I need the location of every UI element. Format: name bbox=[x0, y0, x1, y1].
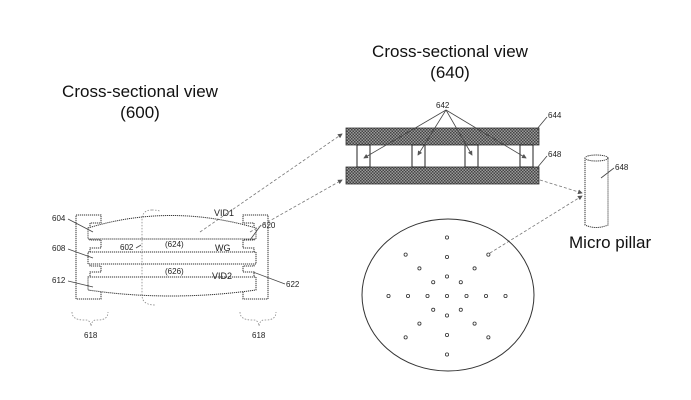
pillar-dot bbox=[444, 332, 449, 337]
pillar-dot bbox=[486, 335, 491, 340]
pillar-side bbox=[519, 144, 534, 168]
label-602: 602 bbox=[120, 243, 134, 252]
left-view-title: Cross-sectional view bbox=[62, 82, 219, 101]
label-wg: WG bbox=[215, 243, 231, 253]
pillar-dot bbox=[472, 321, 477, 326]
pillar-body bbox=[584, 158, 609, 228]
pillar-dot bbox=[444, 274, 449, 279]
pillar-side bbox=[411, 144, 426, 168]
projection-arrow-to-pillar-2 bbox=[489, 195, 583, 254]
wg-layer bbox=[87, 251, 257, 265]
top-view bbox=[361, 218, 535, 372]
projection-arrow-bottom bbox=[249, 179, 343, 233]
micro-pillar-caption: Micro pillar bbox=[569, 233, 652, 252]
pillar-dot bbox=[405, 293, 410, 298]
label-604: 604 bbox=[52, 214, 66, 223]
label-648-pillar: 648 bbox=[615, 163, 629, 172]
pillar-dot bbox=[444, 235, 449, 240]
pillar-dot bbox=[403, 252, 408, 257]
pillar-dot bbox=[444, 352, 449, 357]
brace-618-left bbox=[71, 311, 109, 327]
micro-pillar: 648 Micro pillar bbox=[569, 154, 652, 252]
label-608: 608 bbox=[52, 244, 66, 253]
pillar-dot bbox=[458, 307, 463, 312]
label-642: 642 bbox=[436, 101, 450, 110]
pillar-top bbox=[584, 154, 609, 162]
left-frame bbox=[75, 214, 102, 300]
pillar-dot bbox=[431, 280, 436, 285]
projection-arrow-top bbox=[199, 133, 343, 233]
pillar-dots bbox=[386, 235, 508, 357]
pillar-dot bbox=[403, 335, 408, 340]
pillar-dot bbox=[444, 293, 449, 298]
bottom-plate-648 bbox=[345, 166, 540, 185]
pillar-dot bbox=[425, 293, 430, 298]
left-cross-section: VID1 WG VID2 (624) (626) 602 604 608 612… bbox=[52, 208, 300, 340]
label-gap-626: (626) bbox=[165, 267, 184, 276]
label-gap-624: (624) bbox=[165, 240, 184, 249]
region-602-outline bbox=[141, 209, 156, 306]
pillar-dot bbox=[472, 266, 477, 271]
pillar-dot bbox=[503, 293, 508, 298]
label-648-plate: 648 bbox=[548, 150, 562, 159]
label-618-left: 618 bbox=[84, 331, 98, 340]
projection-arrow-to-pillar-1 bbox=[539, 179, 583, 195]
substrate-outline bbox=[361, 218, 535, 372]
pillar-dot bbox=[417, 321, 422, 326]
label-620: 620 bbox=[262, 221, 276, 230]
pillar-dot bbox=[464, 293, 469, 298]
pillar-dot bbox=[444, 254, 449, 259]
label-644: 644 bbox=[548, 111, 562, 120]
label-618-right: 618 bbox=[252, 331, 266, 340]
pillar-dot bbox=[483, 293, 488, 298]
label-vid1: VID1 bbox=[214, 208, 234, 218]
top-plate-644 bbox=[345, 127, 540, 146]
micro-pillars-side bbox=[356, 144, 534, 168]
right-frame bbox=[242, 214, 269, 300]
right-view-title: Cross-sectional view bbox=[372, 42, 529, 61]
vid1-layer bbox=[87, 215, 257, 240]
pillar-dot bbox=[431, 307, 436, 312]
label-612: 612 bbox=[52, 276, 66, 285]
pillar-dot bbox=[417, 266, 422, 271]
vid2-layer bbox=[87, 276, 257, 297]
left-view-number: (600) bbox=[120, 103, 160, 122]
brace-618-right bbox=[239, 311, 277, 327]
right-view-number: (640) bbox=[430, 63, 470, 82]
right-cross-section: 642 644 648 bbox=[345, 101, 562, 185]
pillar-side bbox=[356, 144, 371, 168]
pillar-dot bbox=[458, 280, 463, 285]
pillar-dot bbox=[486, 252, 491, 257]
pillar-side bbox=[464, 144, 479, 168]
pillar-dot bbox=[444, 313, 449, 318]
label-vid2: VID2 bbox=[212, 271, 232, 281]
label-622: 622 bbox=[286, 280, 300, 289]
pillar-dot bbox=[386, 293, 391, 298]
